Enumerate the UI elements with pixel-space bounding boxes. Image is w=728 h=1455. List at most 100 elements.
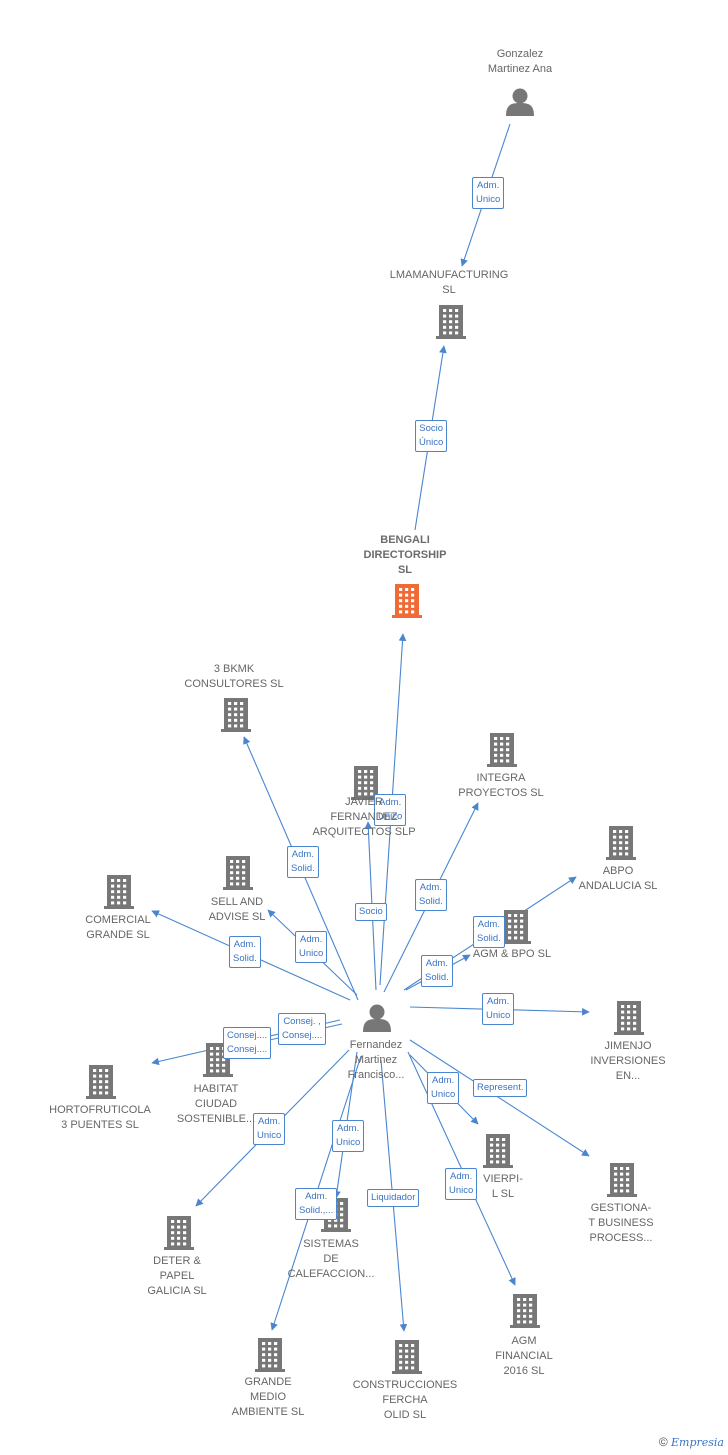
- node-label-line: JIMENJO: [604, 1039, 652, 1052]
- edge-label-habitat[interactable]: Consej. ,Consej....: [278, 1013, 327, 1045]
- edge-label-sell[interactable]: Adm.Unico: [295, 931, 328, 963]
- brand-logo[interactable]: Empresia: [671, 1436, 724, 1449]
- node-label-line: GRANDE SL: [86, 929, 150, 941]
- edge-label-deter[interactable]: Adm.Unico: [253, 1113, 286, 1145]
- edge-label-construcciones[interactable]: Liquidador: [367, 1189, 420, 1207]
- building-icon[interactable]: [614, 1001, 644, 1035]
- node-label-line: GRANDE: [244, 1375, 292, 1388]
- node-label-line: PROCESS...: [589, 1231, 653, 1244]
- edge-label-agm_financial[interactable]: Adm.Unico: [445, 1168, 478, 1200]
- edge-label-line: Liquidador: [371, 1192, 416, 1203]
- building-icon[interactable]: [392, 1340, 422, 1374]
- node-label-line: Gonzalez: [496, 48, 544, 60]
- building-icon[interactable]: [607, 1163, 637, 1197]
- person-icon[interactable]: [506, 88, 534, 117]
- node-label-line: FINANCIAL: [495, 1349, 553, 1362]
- person-icon[interactable]: [363, 1004, 391, 1033]
- building-icon[interactable]: [436, 305, 466, 339]
- building-icon[interactable]: [255, 1338, 285, 1372]
- building-icon[interactable]: [86, 1065, 116, 1099]
- node-label-agm_financial[interactable]: AGM FINANCIAL 2016 SL: [459, 1334, 589, 1379]
- building-icon[interactable]: [501, 910, 531, 944]
- node-label-line: ADVISE SL: [208, 911, 266, 923]
- edge-label-comercial[interactable]: Adm.Solid.: [229, 936, 261, 968]
- node-label-line: EN...: [615, 1069, 641, 1082]
- node-label-line: HABITAT: [193, 1082, 239, 1095]
- edge-label-javier[interactable]: Socio: [355, 903, 387, 921]
- edge-label-line: Consej. ,: [283, 1016, 321, 1027]
- node-label-line: ANDALUCIA SL: [578, 880, 658, 892]
- building-icon[interactable]: [221, 698, 251, 732]
- edge-label-lmamanufacturing[interactable]: Adm.Unico: [472, 177, 505, 209]
- edge-label-line: Adm.: [300, 934, 323, 945]
- node-label-line: SL: [397, 563, 413, 576]
- edge-label-jimenjo[interactable]: Adm.Unico: [482, 993, 515, 1025]
- node-label-line: INVERSIONES: [590, 1054, 666, 1067]
- edge-label-line: Consej....: [227, 1044, 268, 1055]
- edge-label-sistemas[interactable]: Adm.Unico: [332, 1120, 365, 1152]
- node-label-line: AGM: [511, 1334, 537, 1347]
- building-icon[interactable]: [510, 1294, 540, 1328]
- edge-label-line: Solid.: [419, 896, 443, 907]
- icons-layer: [86, 88, 644, 1374]
- edge-label-bengali[interactable]: Adm.Unico: [374, 794, 407, 826]
- building-icon[interactable]: [164, 1216, 194, 1250]
- edge-label-line: Adm.: [419, 882, 442, 893]
- node-label-line: CALEFACCION...: [287, 1267, 375, 1280]
- building-icon[interactable]: [351, 766, 381, 800]
- building-icon[interactable]: [392, 584, 422, 618]
- edge-label-gestiona[interactable]: Represent.: [473, 1079, 528, 1097]
- node-label-line: Martinez Ana: [487, 63, 553, 75]
- node-label-line: PAPEL: [159, 1269, 195, 1282]
- edge-label-grande[interactable]: Adm.Solid.,...: [295, 1188, 338, 1220]
- edge-label-agm_bpo[interactable]: Adm.Solid.: [421, 955, 453, 987]
- edge-label-hortofruticola[interactable]: Consej....Consej....: [223, 1027, 272, 1059]
- edge-label-line: Adm.: [379, 797, 402, 808]
- edge-label-abpo[interactable]: Adm.Solid.: [473, 916, 505, 948]
- building-icon[interactable]: [104, 875, 134, 909]
- edge-label-line: Adm.: [477, 919, 500, 930]
- node-label-line: LMAMANUFACTURING: [389, 269, 509, 281]
- node-label-line: DETER &: [153, 1254, 201, 1267]
- building-icon[interactable]: [223, 856, 253, 890]
- node-label-line: MEDIO: [249, 1390, 287, 1403]
- edge-label-line: Solid.: [291, 863, 315, 874]
- edge-label-integra[interactable]: Adm. Solid.: [415, 879, 447, 911]
- building-icon[interactable]: [606, 826, 636, 860]
- edge-label-line: Solid.: [425, 972, 449, 983]
- node-label-line: OLID SL: [383, 1408, 427, 1421]
- edge-label-line: Represent.: [477, 1082, 524, 1093]
- edge-label-line: Adm.: [233, 939, 256, 950]
- edge-label-line: Unico: [449, 1185, 474, 1196]
- node-label-line: PROYECTOS SL: [458, 787, 544, 799]
- node-label-line: 2016 SL: [503, 1364, 545, 1377]
- node-label-line: SELL AND: [210, 896, 264, 908]
- node-label-line: T BUSINESS: [588, 1216, 654, 1229]
- building-icon[interactable]: [487, 733, 517, 767]
- node-label-vierpil[interactable]: VIERPI-L SL: [438, 1172, 568, 1202]
- edge-label-3bkmk[interactable]: Adm.Solid.: [287, 846, 319, 878]
- node-label-agm_bpo[interactable]: AGM & BPO SL: [447, 947, 577, 962]
- node-label-sell[interactable]: SELL AND ADVISE SL: [172, 895, 302, 925]
- node-label-jimenjo[interactable]: JIMENJO INVERSIONES EN...: [563, 1039, 693, 1084]
- node-label-line: AGM & BPO SL: [472, 947, 552, 960]
- edge-label-vierpil[interactable]: Adm.Unico: [427, 1072, 460, 1104]
- building-icon[interactable]: [483, 1134, 513, 1168]
